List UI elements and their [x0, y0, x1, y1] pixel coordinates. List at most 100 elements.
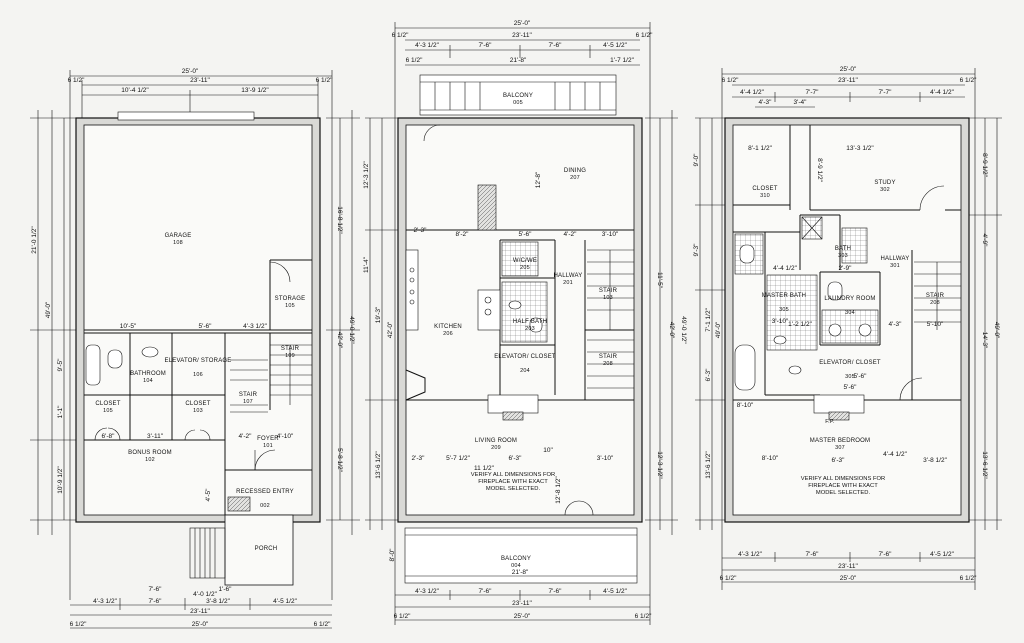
p3-inner-1: 8'-9 1/2": [816, 158, 823, 182]
room-dining-num: 207: [570, 175, 580, 181]
p3-top-b: 7'-7": [806, 89, 820, 96]
p1-bottom-9: 6 1/2": [314, 621, 331, 628]
p3-bottom-3: 4'-5 1/2": [930, 551, 954, 558]
p2-bottom-1: 7'-6": [479, 588, 493, 595]
room-storage: STORAGE: [275, 296, 306, 302]
room-closet-a-num: 105: [103, 408, 113, 414]
room-bathroom: BATHROOM: [130, 371, 166, 377]
p3-inner-7: 4'-3": [889, 321, 903, 328]
p3-bottom-1: 7'-6": [806, 551, 820, 558]
p2-inner-8: 3'-10": [597, 455, 614, 462]
room-bath-303: BATH: [835, 246, 851, 252]
balcony-railing-top: [420, 81, 616, 111]
room-stair-208-3-num: 208: [930, 300, 940, 306]
sink-1: [141, 346, 159, 358]
room-kitchen: KITCHEN: [434, 324, 462, 330]
p2-bottom-9: 8'-0": [389, 548, 396, 562]
p3-left-5: 13'-6 1/2": [705, 451, 712, 479]
p3-top-e: 4'-3": [759, 99, 773, 106]
p1-right-dim-2: 49'-0 1/2": [348, 316, 355, 344]
p2-inner-3: 3'-10": [602, 231, 619, 238]
room-master-bath-num: 305: [779, 307, 789, 313]
p1-left-dim-1: 49'-0": [45, 301, 52, 318]
room-hallway-201: HALLWAY: [554, 273, 583, 279]
p1-left-dim-4: 10'-9 1/2": [57, 466, 64, 494]
room-stair-208: STAIR: [599, 354, 618, 360]
fireplace-label: F.P.: [825, 419, 835, 425]
p1-bottom-6: 1'-6": [219, 586, 233, 593]
p2-right-2: 49'-0 1/2": [680, 316, 687, 344]
p3-left-0: 9'-0": [693, 153, 700, 167]
dim-lines-top-2: [394, 22, 651, 625]
p2-wall-left: 6 1/2": [392, 32, 409, 39]
p3-inner-13: 1'-2 1/2": [788, 321, 812, 328]
p2-inner-10: 11 1/2": [474, 465, 495, 472]
p2-bottom-0: 4'-3 1/2": [415, 588, 439, 595]
p3-right-2: 14'-3": [981, 332, 988, 349]
room-elevator-closet-3: ELEVATOR/ CLOSET: [819, 360, 881, 366]
room-stair-208-num: 208: [603, 361, 613, 367]
p2-inner-7: 6'-3": [509, 455, 523, 462]
balcony-004: [404, 527, 638, 584]
p3-bottom-6: 6 1/2": [720, 575, 737, 582]
room-dining: DINING: [564, 168, 586, 174]
p1-bottom-5: 7'-6": [149, 586, 163, 593]
stair-103: [587, 249, 634, 330]
bath-303-tile: [841, 227, 868, 264]
room-bonus: BONUS ROOM: [128, 450, 172, 456]
room-stair-107-num: 107: [243, 399, 253, 405]
p1-bottom-8: 6 1/2": [70, 621, 87, 628]
p2-left-3: 42'-0": [387, 321, 394, 338]
p2-inner-4: 2'-3": [414, 227, 428, 234]
room-master-bedroom: MASTER BEDROOM: [810, 438, 870, 444]
p3-right-3: 49'-0": [993, 322, 1000, 339]
p3-overall-width: 25'-0": [840, 66, 857, 73]
p2-inner-11: 12'-8 1/2": [555, 476, 562, 504]
garage-door: [117, 111, 255, 121]
room-closet-a: CLOSET: [95, 401, 120, 407]
room-foyer: FOYER: [257, 436, 279, 442]
room-storage-num: 105: [285, 303, 295, 309]
p2-left-0: 12'-3 1/2": [363, 161, 370, 189]
room-master-bath: MASTER BATH: [762, 293, 806, 299]
p1-right-dim-1: 42'-0": [336, 332, 343, 349]
porch-steps: [189, 527, 226, 579]
p1-right-dim-0: 16'-8 1/2": [336, 206, 343, 234]
p1-left-dim-3: 1'-1": [57, 405, 64, 419]
p2-inner-1: 5'-6": [519, 231, 533, 238]
room-balcony-004-num: 004: [511, 563, 521, 569]
p1-inner-1: 5'-6": [199, 323, 213, 330]
dim-lines-side-1: [30, 110, 360, 535]
p3-inner-5: 3'-10": [772, 318, 789, 325]
room-bathroom-num: 104: [143, 378, 153, 384]
room-stair-208-3: STAIR: [926, 293, 945, 299]
p3-inner-4: 2'-9": [839, 265, 853, 272]
room-recessed-entry: RECESSED ENTRY: [236, 489, 294, 495]
room-half-bath-num: 203: [525, 326, 535, 332]
p2-right-1: 42'-0": [668, 322, 675, 339]
p2-inner-0: 8'-2": [456, 231, 470, 238]
p2-bottom-5: 25'-0": [514, 613, 531, 620]
room-closet-310-num: 310: [760, 193, 770, 199]
room-kitchen-num: 206: [443, 331, 453, 337]
p2-top-d: 4'-5 1/2": [603, 42, 627, 49]
p3-inner-8: 8'-10": [737, 402, 754, 409]
p1-left-dim-0: 21'-0 1/2": [31, 226, 38, 254]
p2-left-1: 11'-4": [363, 256, 370, 273]
fireplace-3: [813, 394, 865, 414]
room-closet-b: CLOSET: [185, 401, 210, 407]
toilet-1: [107, 349, 123, 369]
p2-left-4: 13'-6 1/2": [375, 451, 382, 479]
room-elevator-closet-2: ELEVATOR/ CLOSET: [494, 354, 556, 360]
p3-top-a: 4'-4 1/2": [740, 89, 764, 96]
p3-bottom-7: 6 1/2": [960, 575, 977, 582]
room-bath-303-num: 303: [838, 253, 848, 259]
room-balcony-004: BALCONY: [501, 556, 531, 562]
stair-208-3: [914, 261, 961, 330]
p2-inner-6: 5'-7 1/2": [446, 455, 470, 462]
room-elevator-closet-3-num: 305: [845, 374, 855, 380]
plan1-room-labels: GARAGE 108 STORAGE 105 STAIR 109 ELEVATO…: [95, 233, 305, 552]
p2-top-a: 4'-3 1/2": [415, 42, 439, 49]
room-study: STUDY: [874, 180, 895, 186]
